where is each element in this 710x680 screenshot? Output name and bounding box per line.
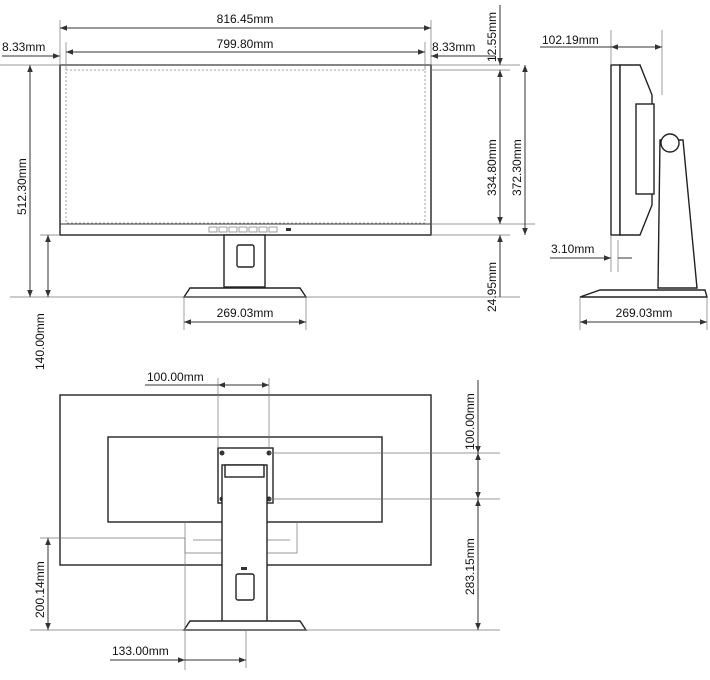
front-view: 816.45mm 799.80mm 8.33mm 8.33mm 12.55mm … bbox=[0, 5, 535, 370]
side-base-depth-label: 269.03mm bbox=[616, 306, 673, 320]
front-stand-base bbox=[182, 287, 308, 298]
side-depth-label: 102.19mm bbox=[542, 33, 599, 47]
bezel-right-label: 8.33mm bbox=[432, 40, 475, 54]
tilt-offset-label: 3.10mm bbox=[551, 242, 594, 256]
side-view: 102.19mm 3.10mm 269.03mm bbox=[540, 30, 708, 330]
bezel-top-label: 12.55mm bbox=[485, 12, 499, 62]
vesa-height-label: 100.00mm bbox=[463, 393, 477, 450]
side-stand-base bbox=[579, 289, 708, 298]
back-stand-base bbox=[182, 620, 308, 631]
stand-offset-label: 133.00mm bbox=[112, 644, 169, 658]
side-stand-column bbox=[657, 139, 698, 289]
front-bezel bbox=[59, 64, 432, 236]
stand-center-height-label: 200.14mm bbox=[33, 561, 47, 618]
bezel-left-label: 8.33mm bbox=[2, 40, 45, 54]
vesa-width-label: 100.00mm bbox=[147, 370, 204, 384]
front-control-buttons bbox=[208, 226, 291, 233]
display-height-label: 372.30mm bbox=[510, 139, 524, 196]
stand-lift-label: 140.00mm bbox=[33, 313, 47, 370]
vesa-hole-icon bbox=[219, 450, 225, 456]
overall-width-label: 816.45mm bbox=[217, 12, 274, 26]
vesa-center-height-label: 283.15mm bbox=[463, 538, 477, 595]
bottom-gap-label: 24.95mm bbox=[485, 262, 499, 312]
front-base-width-label: 269.03mm bbox=[217, 306, 274, 320]
side-panel bbox=[610, 64, 621, 236]
total-height-label: 512.30mm bbox=[15, 158, 29, 215]
back-view: 100.00mm 100.00mm 283.15mm 200.14mm 133.… bbox=[30, 370, 500, 670]
panel-height-label: 334.80mm bbox=[485, 139, 499, 196]
panel-width-label: 799.80mm bbox=[217, 37, 274, 51]
